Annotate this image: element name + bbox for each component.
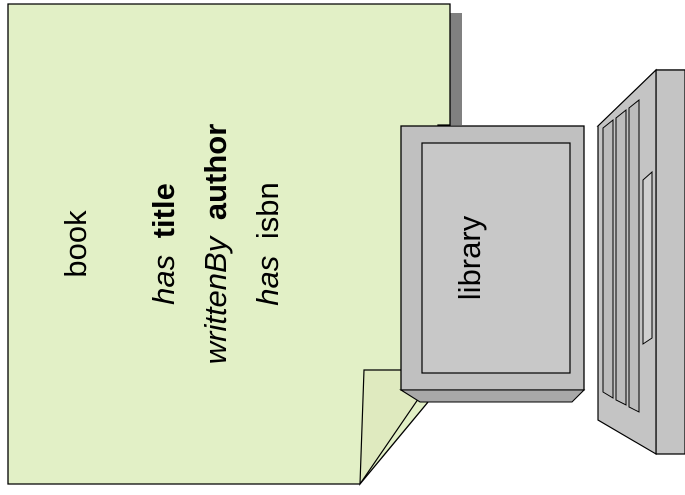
- computer-tower-icon: [596, 68, 685, 456]
- book-title: book: [58, 210, 93, 278]
- book-note: book has title writtenBy author has isbn: [7, 3, 462, 487]
- tower-floppy-slot: [642, 170, 653, 345]
- relation-verb: writtenBy: [198, 234, 233, 364]
- book-text-group: book has title writtenBy author has isbn: [58, 124, 285, 365]
- library-label: library: [452, 215, 487, 300]
- relation-object: title: [146, 183, 181, 238]
- monitor-icon: library: [399, 125, 586, 403]
- tower-bay-2: [615, 108, 627, 406]
- tower-bay-3: [628, 98, 640, 413]
- tower-side-face: [655, 69, 685, 455]
- book-relation-1: has title: [146, 183, 181, 305]
- relation-object: author: [198, 124, 233, 220]
- tower-bay-1: [602, 118, 614, 399]
- monitor-screen: [421, 142, 571, 374]
- monitor-base-edge: [399, 389, 586, 403]
- book-relation-3: has isbn: [250, 182, 285, 305]
- relation-verb: has: [250, 256, 285, 306]
- relation-verb: has: [146, 255, 181, 305]
- relation-object: isbn: [250, 182, 285, 239]
- book-relation-2: writtenBy author: [198, 124, 233, 365]
